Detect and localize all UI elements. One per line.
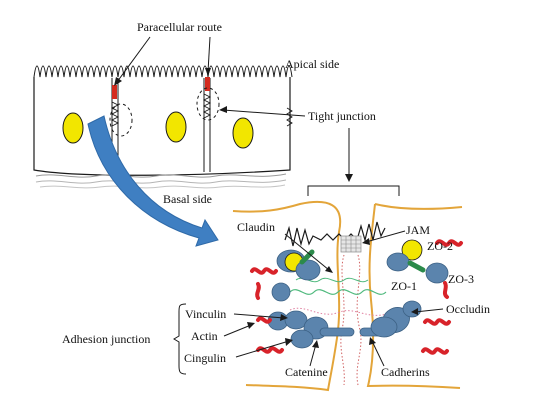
actin-filament-3 <box>256 316 272 324</box>
vinculin-label: Vinculin <box>185 307 226 321</box>
junction-highlight-2 <box>196 87 220 121</box>
dotted-strand-1 <box>340 254 345 386</box>
zoom-arrow <box>87 115 219 247</box>
tight-junction-arrow <box>222 109 306 117</box>
paracellular-marker-1 <box>112 85 117 99</box>
membrane-right <box>366 203 463 389</box>
claudin-label: Claudin <box>237 220 275 234</box>
claudin-pointer <box>284 233 330 271</box>
basal-side-label: Basal side <box>163 192 212 206</box>
actin-filament-4 <box>256 346 284 354</box>
cingulin-pointer <box>235 340 290 358</box>
tight-junction-label: Tight junction <box>308 109 376 123</box>
zo1-label: ZO-1 <box>391 279 417 293</box>
jam-label: JAM <box>406 223 430 237</box>
paracellular-route-label: Paracellular route <box>137 20 222 34</box>
junction-squiggle-3 <box>286 107 293 127</box>
zo3-protein <box>425 262 449 284</box>
nucleus-2 <box>165 111 187 143</box>
nucleus-1 <box>62 112 84 144</box>
actin-label: Actin <box>191 329 218 343</box>
dotted-strand-3 <box>289 307 393 316</box>
occludin-label: Occludin <box>446 302 490 316</box>
green-strand <box>289 289 387 295</box>
actin-filament-7 <box>423 318 451 326</box>
zo2-label: ZO-2 <box>427 239 453 253</box>
basal-lamina <box>35 173 287 178</box>
cadherins-pointer <box>371 340 385 367</box>
apical-side-label: Apical side <box>285 57 339 71</box>
tight-junction-strand <box>284 221 386 247</box>
cingulin-label: Cingulin <box>184 351 226 365</box>
epithelium-illustration <box>33 65 293 189</box>
zo3-label: ZO-3 <box>448 272 474 286</box>
paracellular-marker-2 <box>205 77 210 91</box>
zo2-protein <box>401 239 423 261</box>
actin-filament-6 <box>442 281 449 299</box>
catenine-label: Catenine <box>285 365 328 379</box>
detail-bracket <box>307 185 400 196</box>
cell-sheet-outline <box>33 77 291 176</box>
zo-green-link-left <box>299 249 315 265</box>
junction-squiggle-1 <box>110 101 120 127</box>
jam-pointer <box>365 230 406 243</box>
paracellular-arrow-1 <box>116 36 151 83</box>
adhesion-bracket <box>173 303 187 375</box>
adhesion-junction-label: Adhesion junction <box>62 332 150 346</box>
microvilli <box>33 65 293 78</box>
vinculin-pointer <box>233 313 285 319</box>
zo-green-link-right <box>407 260 426 273</box>
actin-pointer <box>223 324 252 337</box>
actin-filament-5 <box>435 239 463 247</box>
actin-filament-1 <box>250 267 278 275</box>
junction-squiggle-2 <box>202 93 212 119</box>
actin-filament-2 <box>255 282 261 300</box>
cadherin-left <box>319 327 355 337</box>
catenine-pointer <box>309 343 317 367</box>
occludin-pointer <box>414 308 444 313</box>
junction-highlight-1 <box>109 103 133 137</box>
paracellular-arrow-2 <box>207 36 211 73</box>
nucleus-3 <box>232 117 254 149</box>
dotted-strand-2 <box>356 254 362 386</box>
cadherins-label: Cadherins <box>381 365 430 379</box>
actin-filament-8 <box>421 347 449 355</box>
